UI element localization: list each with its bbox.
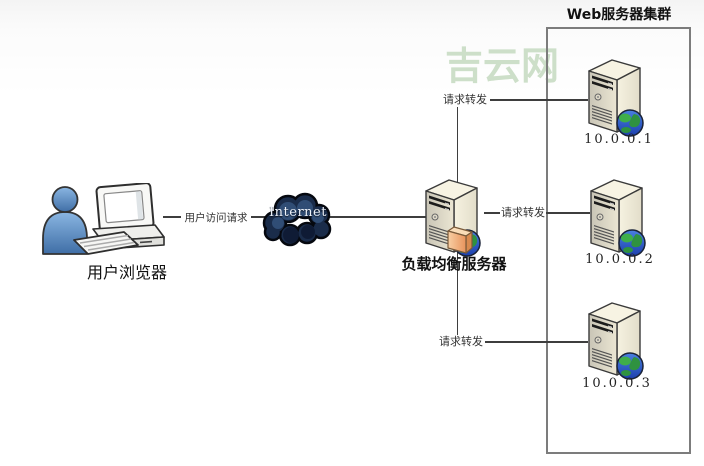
connector-lb-up [456,99,458,191]
web-server-icon-2 [586,175,648,259]
edge-label-forward-1: 请求转发 [440,93,490,107]
internet-cloud-icon [262,192,332,247]
edge-label-forward-3: 请求转发 [437,335,485,349]
user-computer-group [42,183,165,255]
server2-ip-label: 10.0.0.2 [585,252,655,267]
edge-label-forward-2: 请求转发 [500,206,546,220]
person-icon [42,186,88,255]
server3-ip-label: 10.0.0.3 [582,376,652,391]
lb-card-icon [447,226,473,254]
connector-lb-down [456,248,458,342]
user-node-label: 用户浏览器 [86,263,167,282]
connector-to-server3 [457,341,588,343]
web-server-icon-1 [584,55,646,139]
internet-node-label: Internet [269,205,327,220]
web-cluster-title: Web服务器集群 [566,7,672,23]
load-balancer-server-icon [425,179,481,257]
site-watermark: 吉云网 [445,44,560,88]
server1-ip-label: 10.0.0.1 [584,132,654,147]
connector-to-server1 [457,99,588,101]
edge-label-user-request: 用户访问请求 [181,211,251,225]
keyboard-icon [73,231,139,255]
web-cluster-box [546,27,691,454]
web-server-icon-3 [584,298,646,382]
load-balancer-label: 负载均衡服务器 [401,255,507,273]
